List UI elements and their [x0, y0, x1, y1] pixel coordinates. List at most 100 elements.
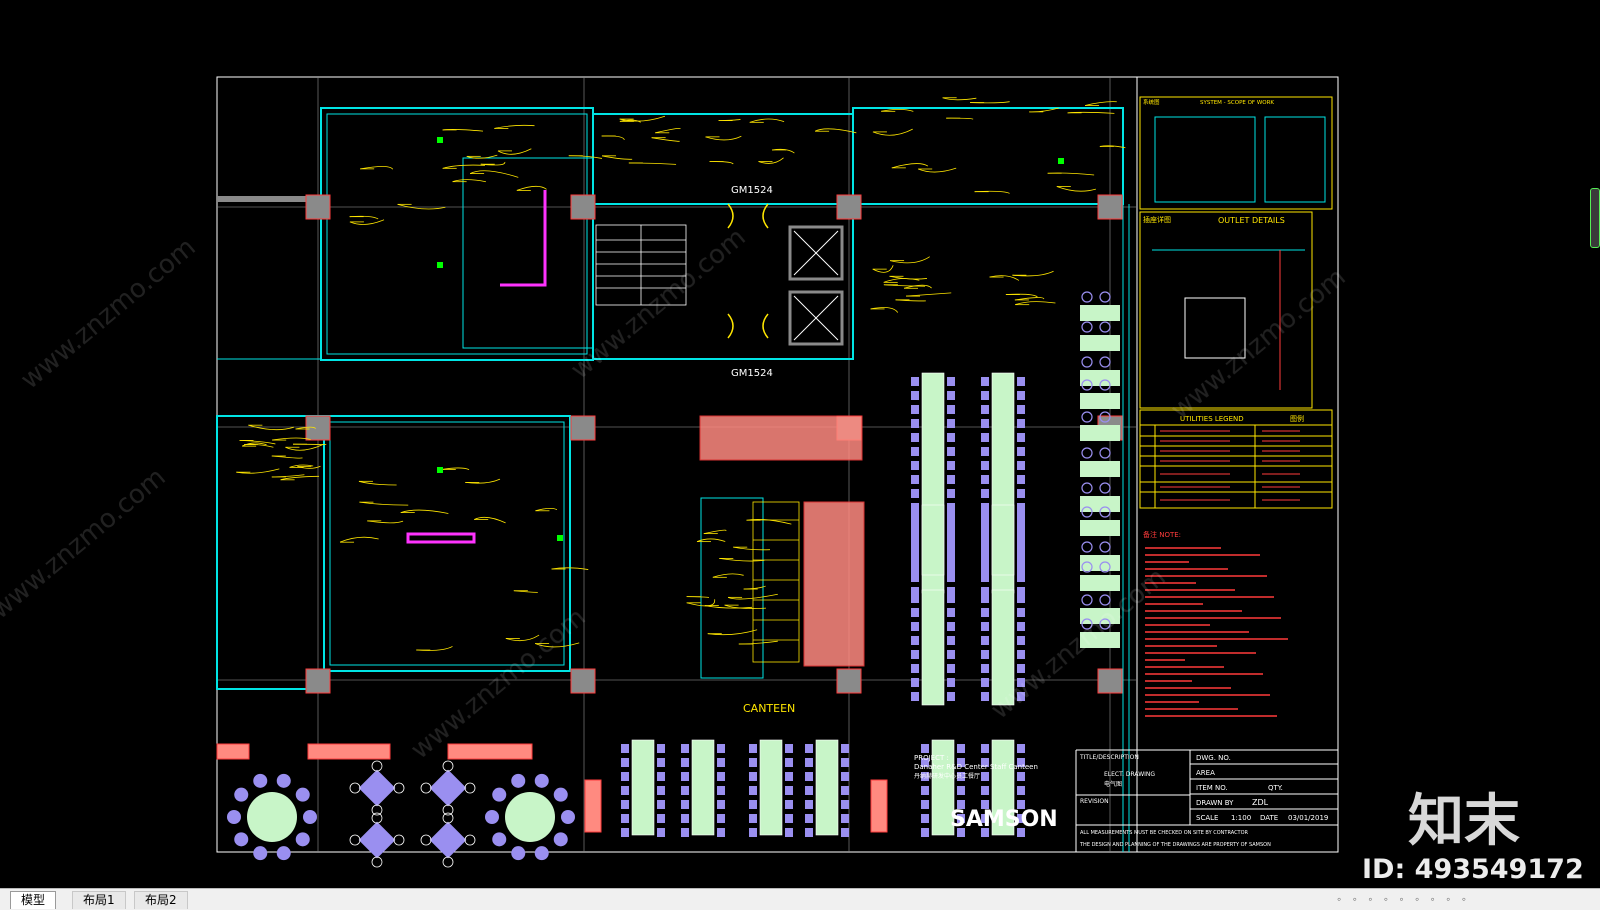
- chair: [921, 814, 929, 823]
- outlet-header: OUTLET DETAILS: [1218, 216, 1285, 225]
- wire-run: [281, 476, 319, 479]
- square-table: [430, 770, 467, 807]
- chair: [981, 405, 989, 414]
- chair: [717, 828, 725, 837]
- chair: [443, 857, 453, 867]
- round-chair: [492, 788, 506, 802]
- chair: [681, 828, 689, 837]
- system-panel: [1140, 97, 1332, 209]
- cad-model-space[interactable]: GM1524 GM1524 CANTEEN 系统图 SYSTEM - SCOPE…: [0, 0, 1600, 888]
- chair: [749, 828, 757, 837]
- wire-run: [498, 149, 531, 155]
- chair: [981, 433, 989, 442]
- chair: [911, 447, 919, 456]
- chair: [465, 783, 475, 793]
- chair: [981, 622, 989, 631]
- notes-header: 备注 NOTE:: [1143, 530, 1181, 539]
- wire-run: [655, 128, 680, 132]
- chair: [981, 509, 989, 518]
- chair: [981, 678, 989, 687]
- watermark-site-1: www.znzmo.com: [15, 232, 201, 395]
- chair: [1017, 433, 1025, 442]
- tab-model[interactable]: 模型: [10, 891, 56, 909]
- chair: [947, 664, 955, 673]
- chair: [1017, 509, 1025, 518]
- chair: [1017, 489, 1025, 498]
- round-chair: [511, 846, 525, 860]
- chair: [1017, 447, 1025, 456]
- chair: [947, 447, 955, 456]
- title-value: ELECT. DRAWING: [1104, 771, 1155, 778]
- chair: [621, 744, 629, 753]
- long-table: [632, 740, 654, 835]
- sheet-border: [217, 77, 1338, 852]
- chair: [911, 461, 919, 470]
- vertical-scroll-handle[interactable]: [1590, 188, 1600, 248]
- junction-box: [1058, 158, 1064, 164]
- chair: [657, 744, 665, 753]
- chair: [911, 573, 919, 582]
- chair: [1082, 483, 1092, 493]
- round-chair: [296, 788, 310, 802]
- round-chair: [535, 774, 549, 788]
- chair: [749, 744, 757, 753]
- wire-run: [652, 138, 680, 142]
- scale-value: 1:100: [1231, 814, 1251, 822]
- watermark-logo: 知末: [1408, 776, 1520, 857]
- chair: [394, 783, 404, 793]
- chair: [911, 523, 919, 532]
- booth-table: [1080, 520, 1120, 536]
- tab-layout-1[interactable]: 布局1: [72, 891, 126, 909]
- chair: [785, 744, 793, 753]
- chair: [621, 828, 629, 837]
- wire-run: [906, 293, 951, 296]
- project-name: Danaher R&D Center Staff Canteen: [914, 763, 1038, 771]
- chair: [921, 828, 929, 837]
- chair: [947, 391, 955, 400]
- long-tables: [632, 305, 1120, 835]
- wire-run: [758, 158, 783, 164]
- wire-run: [359, 502, 408, 505]
- chair: [911, 565, 919, 574]
- chair: [947, 419, 955, 428]
- round-chair: [492, 832, 506, 846]
- round-chair: [535, 846, 549, 860]
- floor-plan-drawing[interactable]: GM1524 GM1524 CANTEEN 系统图 SYSTEM - SCOPE…: [0, 0, 1600, 888]
- date-label: DATE: [1260, 814, 1278, 822]
- item-no-label: ITEM NO.: [1196, 784, 1228, 792]
- chair: [1017, 551, 1025, 560]
- chair: [947, 692, 955, 701]
- outlet-header-left: 插座详图: [1143, 215, 1171, 224]
- chair: [1017, 744, 1025, 753]
- chair: [749, 814, 757, 823]
- long-table: [992, 505, 1014, 575]
- chair: [947, 636, 955, 645]
- square-table: [359, 770, 396, 807]
- chair: [911, 489, 919, 498]
- utilities-legend-panel: [1140, 410, 1332, 508]
- chair: [947, 523, 955, 532]
- chair: [717, 786, 725, 795]
- company-logo: SAMSON: [950, 807, 1058, 832]
- tab-layout-2[interactable]: 布局2: [134, 891, 188, 909]
- chair: [350, 783, 360, 793]
- chair: [911, 551, 919, 560]
- round-table: [505, 792, 555, 842]
- drawn-by-label: DRAWN BY: [1196, 799, 1234, 807]
- chair: [947, 433, 955, 442]
- chair: [681, 744, 689, 753]
- chair: [841, 772, 849, 781]
- chair: [1100, 322, 1110, 332]
- chair: [957, 744, 965, 753]
- chair: [911, 636, 919, 645]
- chair: [1100, 483, 1110, 493]
- chair: [1100, 292, 1110, 302]
- wire-run: [340, 537, 379, 542]
- chair: [717, 814, 725, 823]
- chair: [657, 800, 665, 809]
- chair: [1017, 523, 1025, 532]
- booth-table: [1080, 575, 1120, 591]
- chair: [947, 650, 955, 659]
- chair: [981, 573, 989, 582]
- junction-box: [437, 467, 443, 473]
